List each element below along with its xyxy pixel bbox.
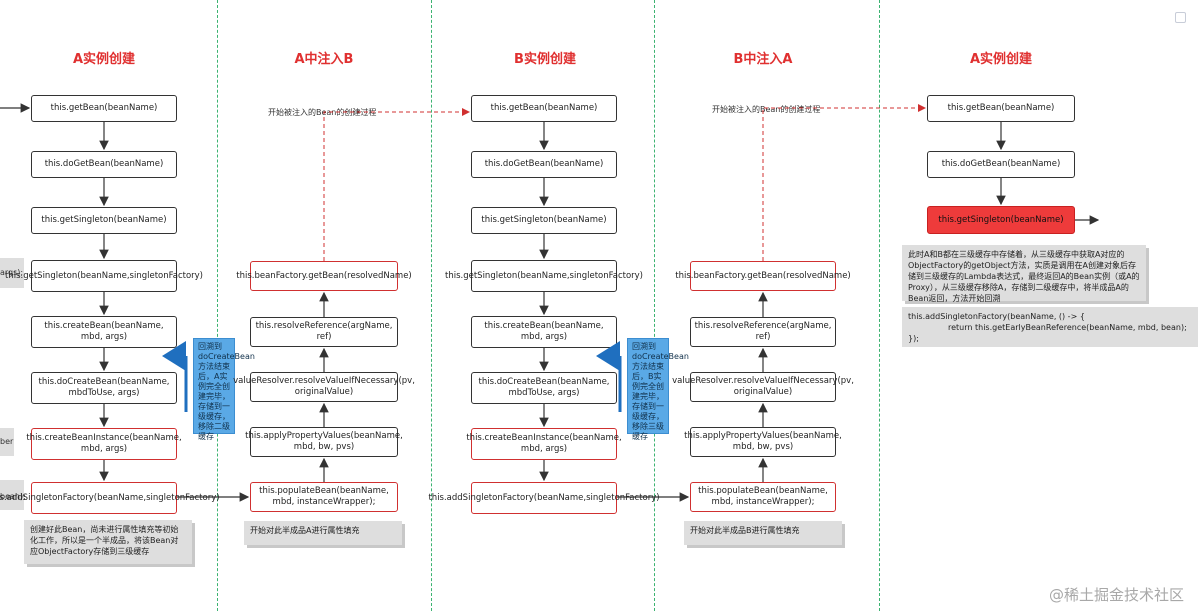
flow-step-highlighted: this.beanFactory.getBean(resolvedName) [675,261,851,291]
column-divider [654,0,655,611]
flow-step-active: this.getSingleton(beanName) [927,206,1075,234]
code-line: return this.getEarlyBeanReference(beanNa… [948,323,1187,332]
flow-step: this.getBean(beanName) [471,95,617,122]
flow-step: this.getSingleton(beanName,singletonFact… [445,260,643,292]
flow-step: this.applyPropertyValues(beanName, mbd, … [684,427,842,457]
flow-step-highlighted: this.createBeanInstance(beanName, mbd, a… [466,428,622,460]
column-divider [879,0,880,611]
callout-backtrack-b: 回溯到doCreateBean方法结束后，B实例完全创建完毕，存储到一级缓存，移… [627,338,689,441]
flow-step: this.resolveReference(argName, ref) [250,317,398,347]
code-line: }); [908,334,919,343]
flow-step: this.resolveReference(argName, ref) [690,317,836,347]
flow-step-highlighted: this.addSingletonFactory(beanName,single… [0,482,220,514]
flow-step-highlighted: this.addSingletonFactory(beanName,single… [428,482,660,514]
flow-step: this.doCreateBean(beanName, mbdToUse, ar… [31,372,177,404]
flow-step-highlighted: this.createBeanInstance(beanName, mbd, a… [26,428,182,460]
flow-step-highlighted: this.populateBean(beanName, mbd, instanc… [690,482,836,512]
code-line: this.addSingletonFactory(beanName, () ->… [908,312,1085,321]
corner-icon [1175,12,1186,23]
flow-step: valueResolver.resolveValueIfNecessary(pv… [233,372,415,402]
left-edge-fragment: bean); [0,492,26,501]
dashed-inject-arrow [762,104,926,261]
column-header: A实例创建 [969,52,1033,67]
flow-step: this.createBean(beanName, mbd, args) [471,316,617,348]
col1-bottom-note: 创建好此Bean，尚未进行属性填充等初始化工作，所以是一个半成品，将该Bean对… [24,520,192,564]
flow-step: this.createBean(beanName, mbd, args) [31,316,177,348]
flow-step: this.getSingleton(beanName,singletonFact… [5,260,203,292]
column-header: B中注入A [733,52,793,67]
flow-step: this.doGetBean(beanName) [927,151,1075,178]
left-edge-note [0,428,14,456]
flow-step: this.getSingleton(beanName) [31,207,177,234]
callout-backtrack-a: 回溯到doCreateBean方法结束后，A实例完全创建完毕，存储到一级缓存，移… [193,338,255,441]
left-edge-fragment: ber [0,437,14,446]
flow-step: this.applyPropertyValues(beanName, mbd, … [245,427,403,457]
column-header: A中注入B [294,52,354,67]
left-edge-note [0,480,24,510]
left-edge-fragment: args); [0,268,24,277]
column-header: A实例创建 [72,52,136,67]
flow-step: valueResolver.resolveValueIfNecessary(pv… [672,372,854,402]
inject-start-label: 开始被注入的Bean的创建过程 [712,105,821,114]
column-header: B实例创建 [514,52,576,67]
flow-step-highlighted: this.beanFactory.getBean(resolvedName) [236,261,412,291]
column-divider [217,0,218,611]
flow-step: this.doGetBean(beanName) [471,151,617,178]
col5-code-note: this.addSingletonFactory(beanName, () ->… [902,307,1198,347]
dashed-inject-arrow [323,108,470,261]
flow-step-highlighted: this.populateBean(beanName, mbd, instanc… [250,482,398,512]
flow-step: this.getBean(beanName) [31,95,177,122]
flow-step: this.doCreateBean(beanName, mbdToUse, ar… [471,372,617,404]
col4-bottom-note: 开始对此半成品B进行属性填充 [684,521,842,545]
watermark: @稀土掘金技术社区 [1048,586,1184,604]
col2-bottom-note: 开始对此半成品A进行属性填充 [244,521,402,545]
inject-start-label: 开始被注入的Bean的创建过程 [268,108,377,117]
flow-step: this.doGetBean(beanName) [31,151,177,178]
flow-step: this.getSingleton(beanName) [471,207,617,234]
column-divider [431,0,432,611]
left-edge-note [0,258,24,288]
col5-explanation-note: 此时A和B都在三级缓存中存储着，从三级缓存中获取A对应的ObjectFactor… [902,245,1146,303]
flow-step: this.getBean(beanName) [927,95,1075,122]
